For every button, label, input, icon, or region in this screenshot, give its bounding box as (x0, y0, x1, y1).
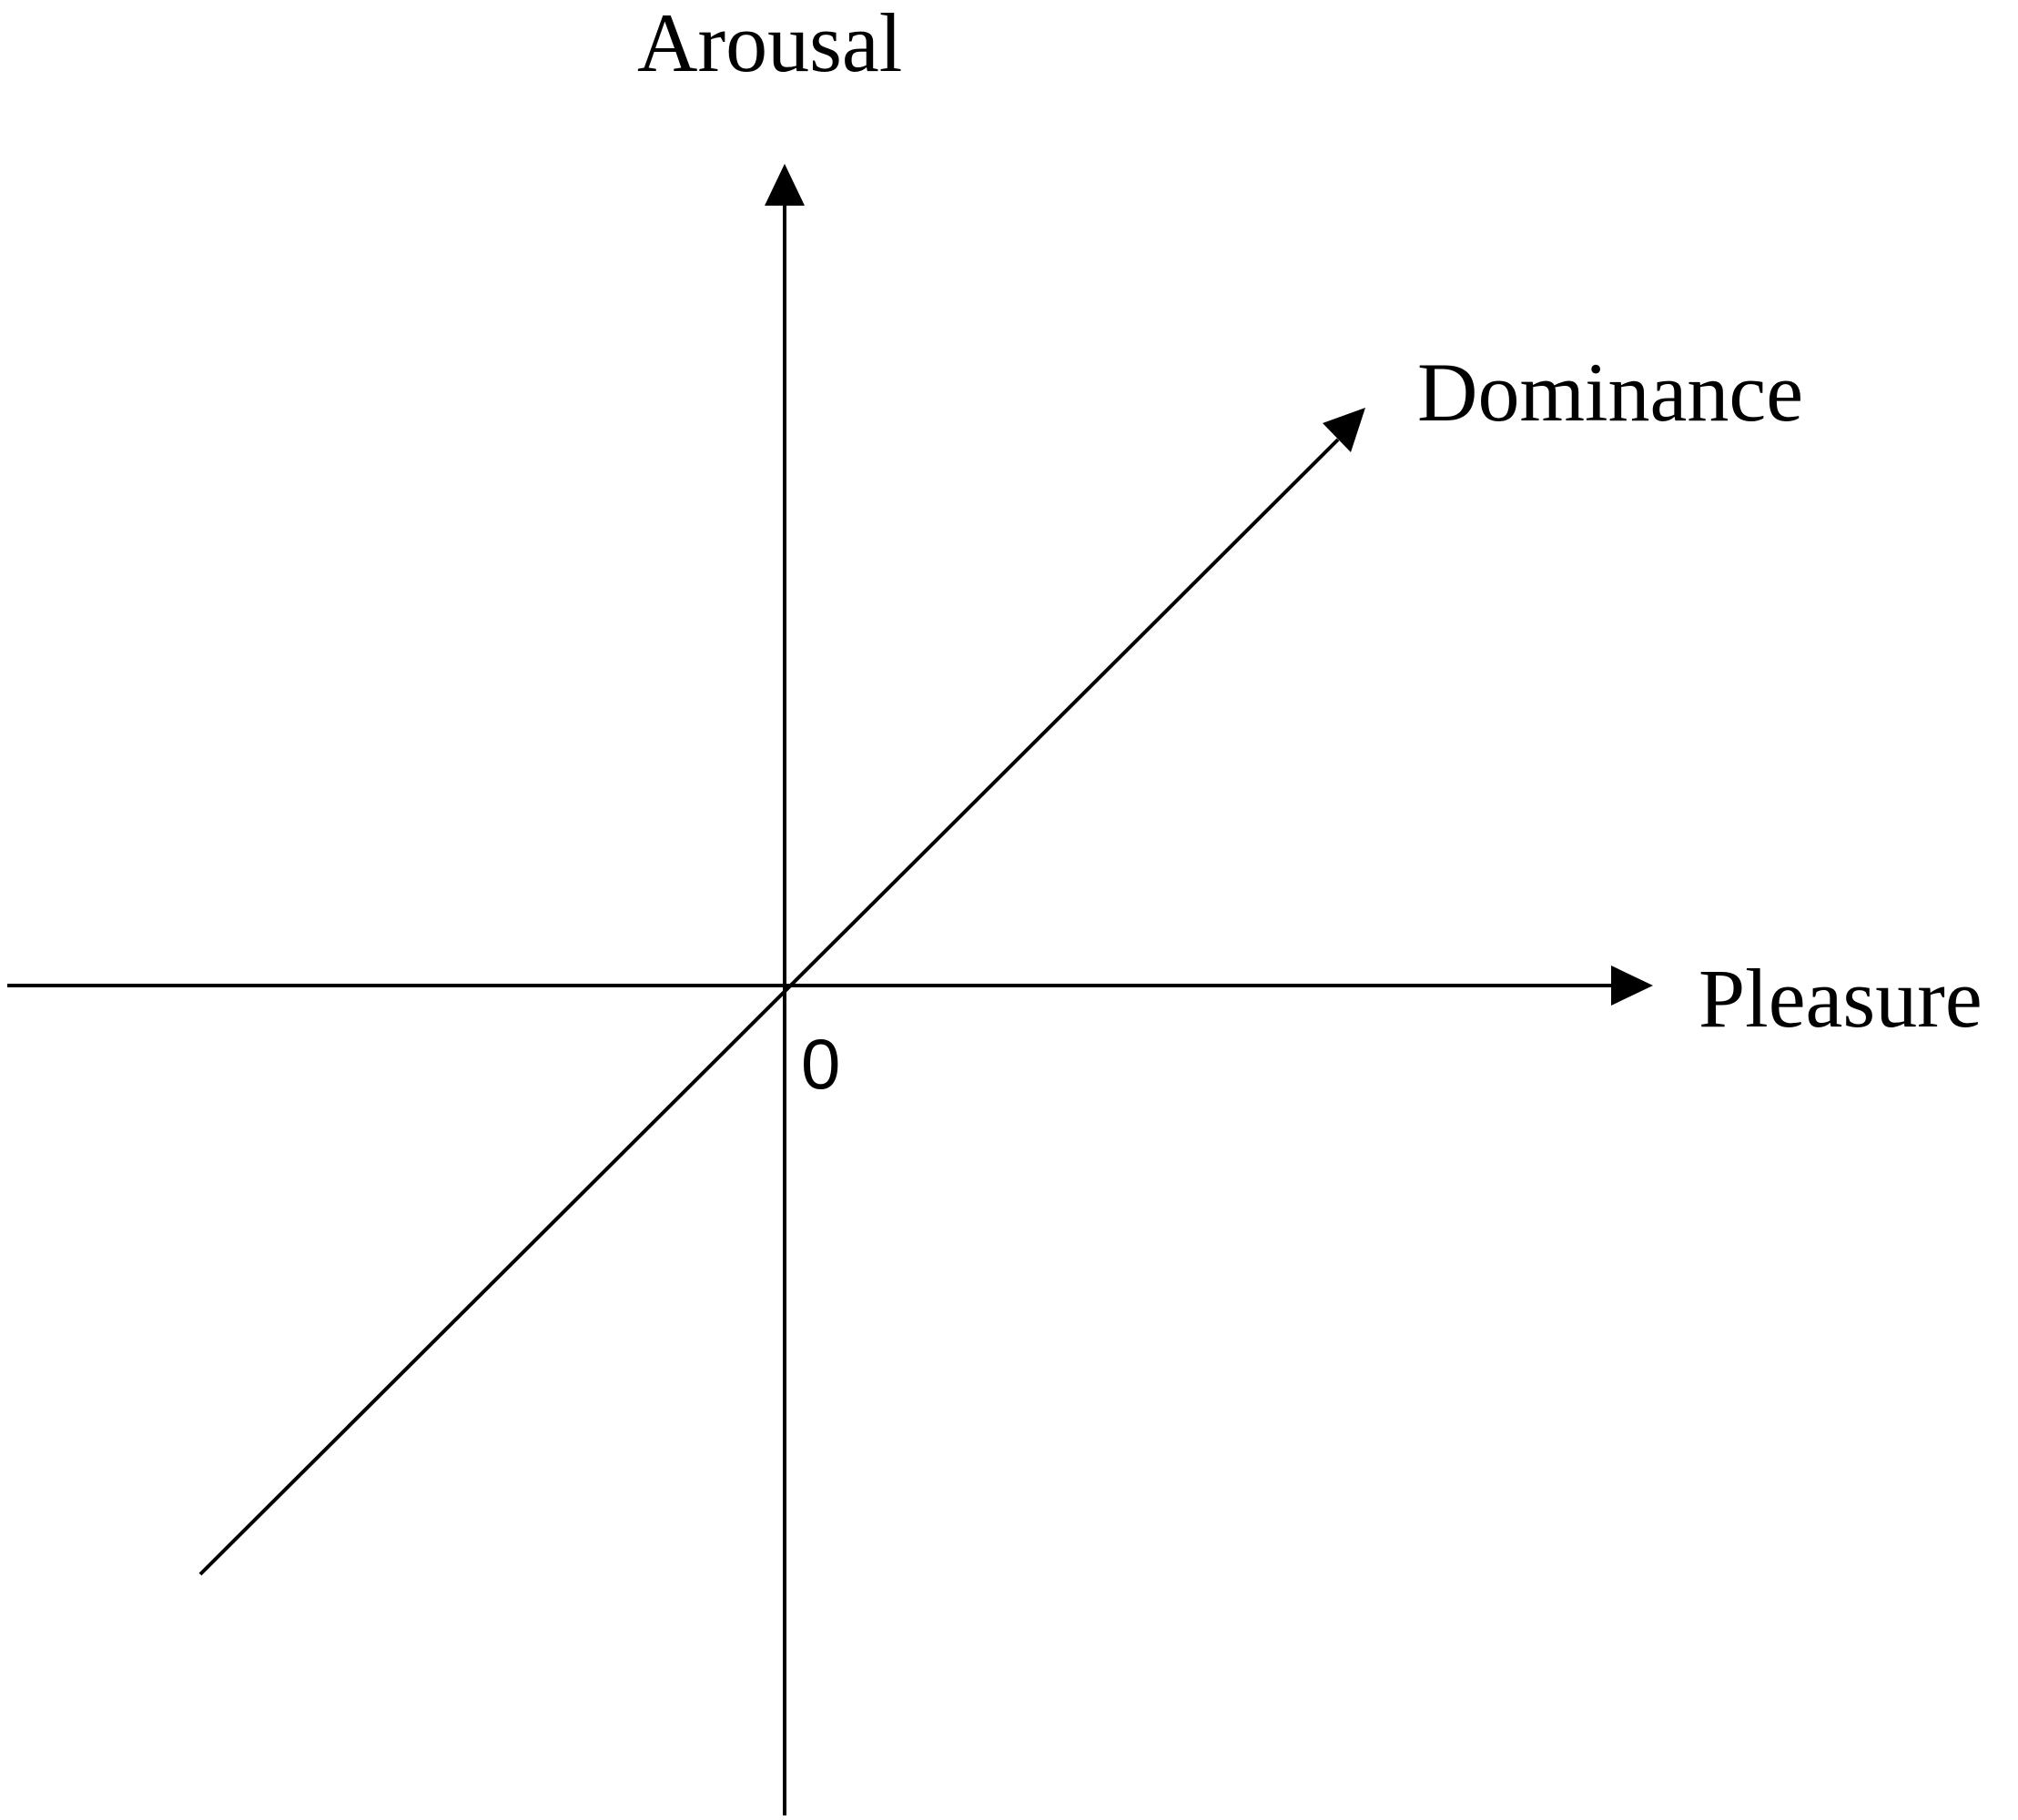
pleasure-axis (7, 966, 1653, 1006)
pleasure-axis-label: Pleasure (1699, 952, 1983, 1045)
arousal-axis-label: Arousal (637, 0, 902, 89)
arousal-axis (765, 164, 805, 1815)
dominance-axis-label: Dominance (1417, 346, 1803, 439)
origin-label: 0 (801, 1024, 840, 1104)
dominance-arrow-head (1323, 408, 1365, 452)
dominance-axis-line (198, 438, 1340, 1576)
pleasure-arrow-head (1611, 966, 1653, 1006)
dominance-axis (198, 408, 1365, 1576)
arousal-arrow-head (765, 164, 805, 206)
